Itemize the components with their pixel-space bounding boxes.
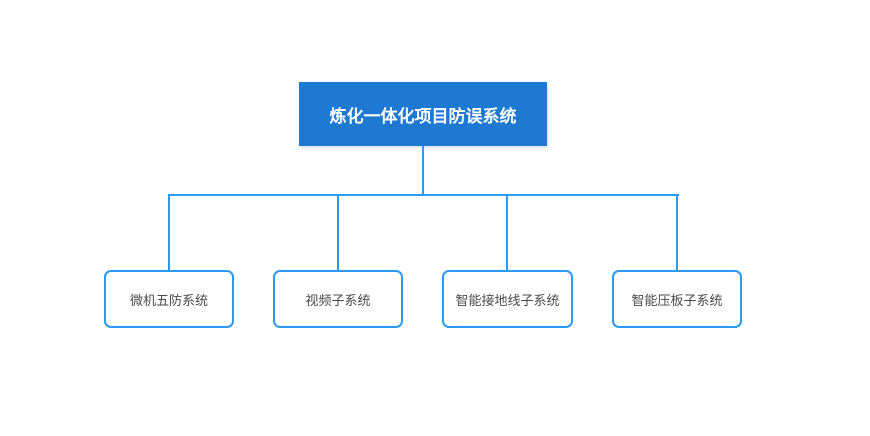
connector-root-stem bbox=[422, 146, 424, 195]
child-node-label: 视频子系统 bbox=[305, 292, 371, 308]
child-node-label: 微机五防系统 bbox=[129, 292, 208, 308]
connector-horizontal-bus bbox=[168, 194, 679, 196]
child-node-label: 智能压板子系统 bbox=[631, 292, 723, 308]
connector-drop-4 bbox=[676, 195, 678, 270]
child-node-smart-grounding-wire[interactable]: 智能接地线子系统 bbox=[442, 270, 573, 328]
connector-drop-1 bbox=[168, 195, 170, 270]
connector-drop-3 bbox=[506, 195, 508, 270]
connector-drop-2 bbox=[337, 195, 339, 270]
child-node-wujifangwu[interactable]: 微机五防系统 bbox=[104, 270, 234, 328]
child-node-smart-pressure-plate[interactable]: 智能压板子系统 bbox=[612, 270, 742, 328]
child-node-label: 智能接地线子系统 bbox=[455, 292, 560, 308]
child-node-video-subsystem[interactable]: 视频子系统 bbox=[273, 270, 403, 328]
root-node-label: 炼化一体化项目防误系统 bbox=[329, 106, 517, 126]
root-node[interactable]: 炼化一体化项目防误系统 bbox=[299, 82, 547, 146]
